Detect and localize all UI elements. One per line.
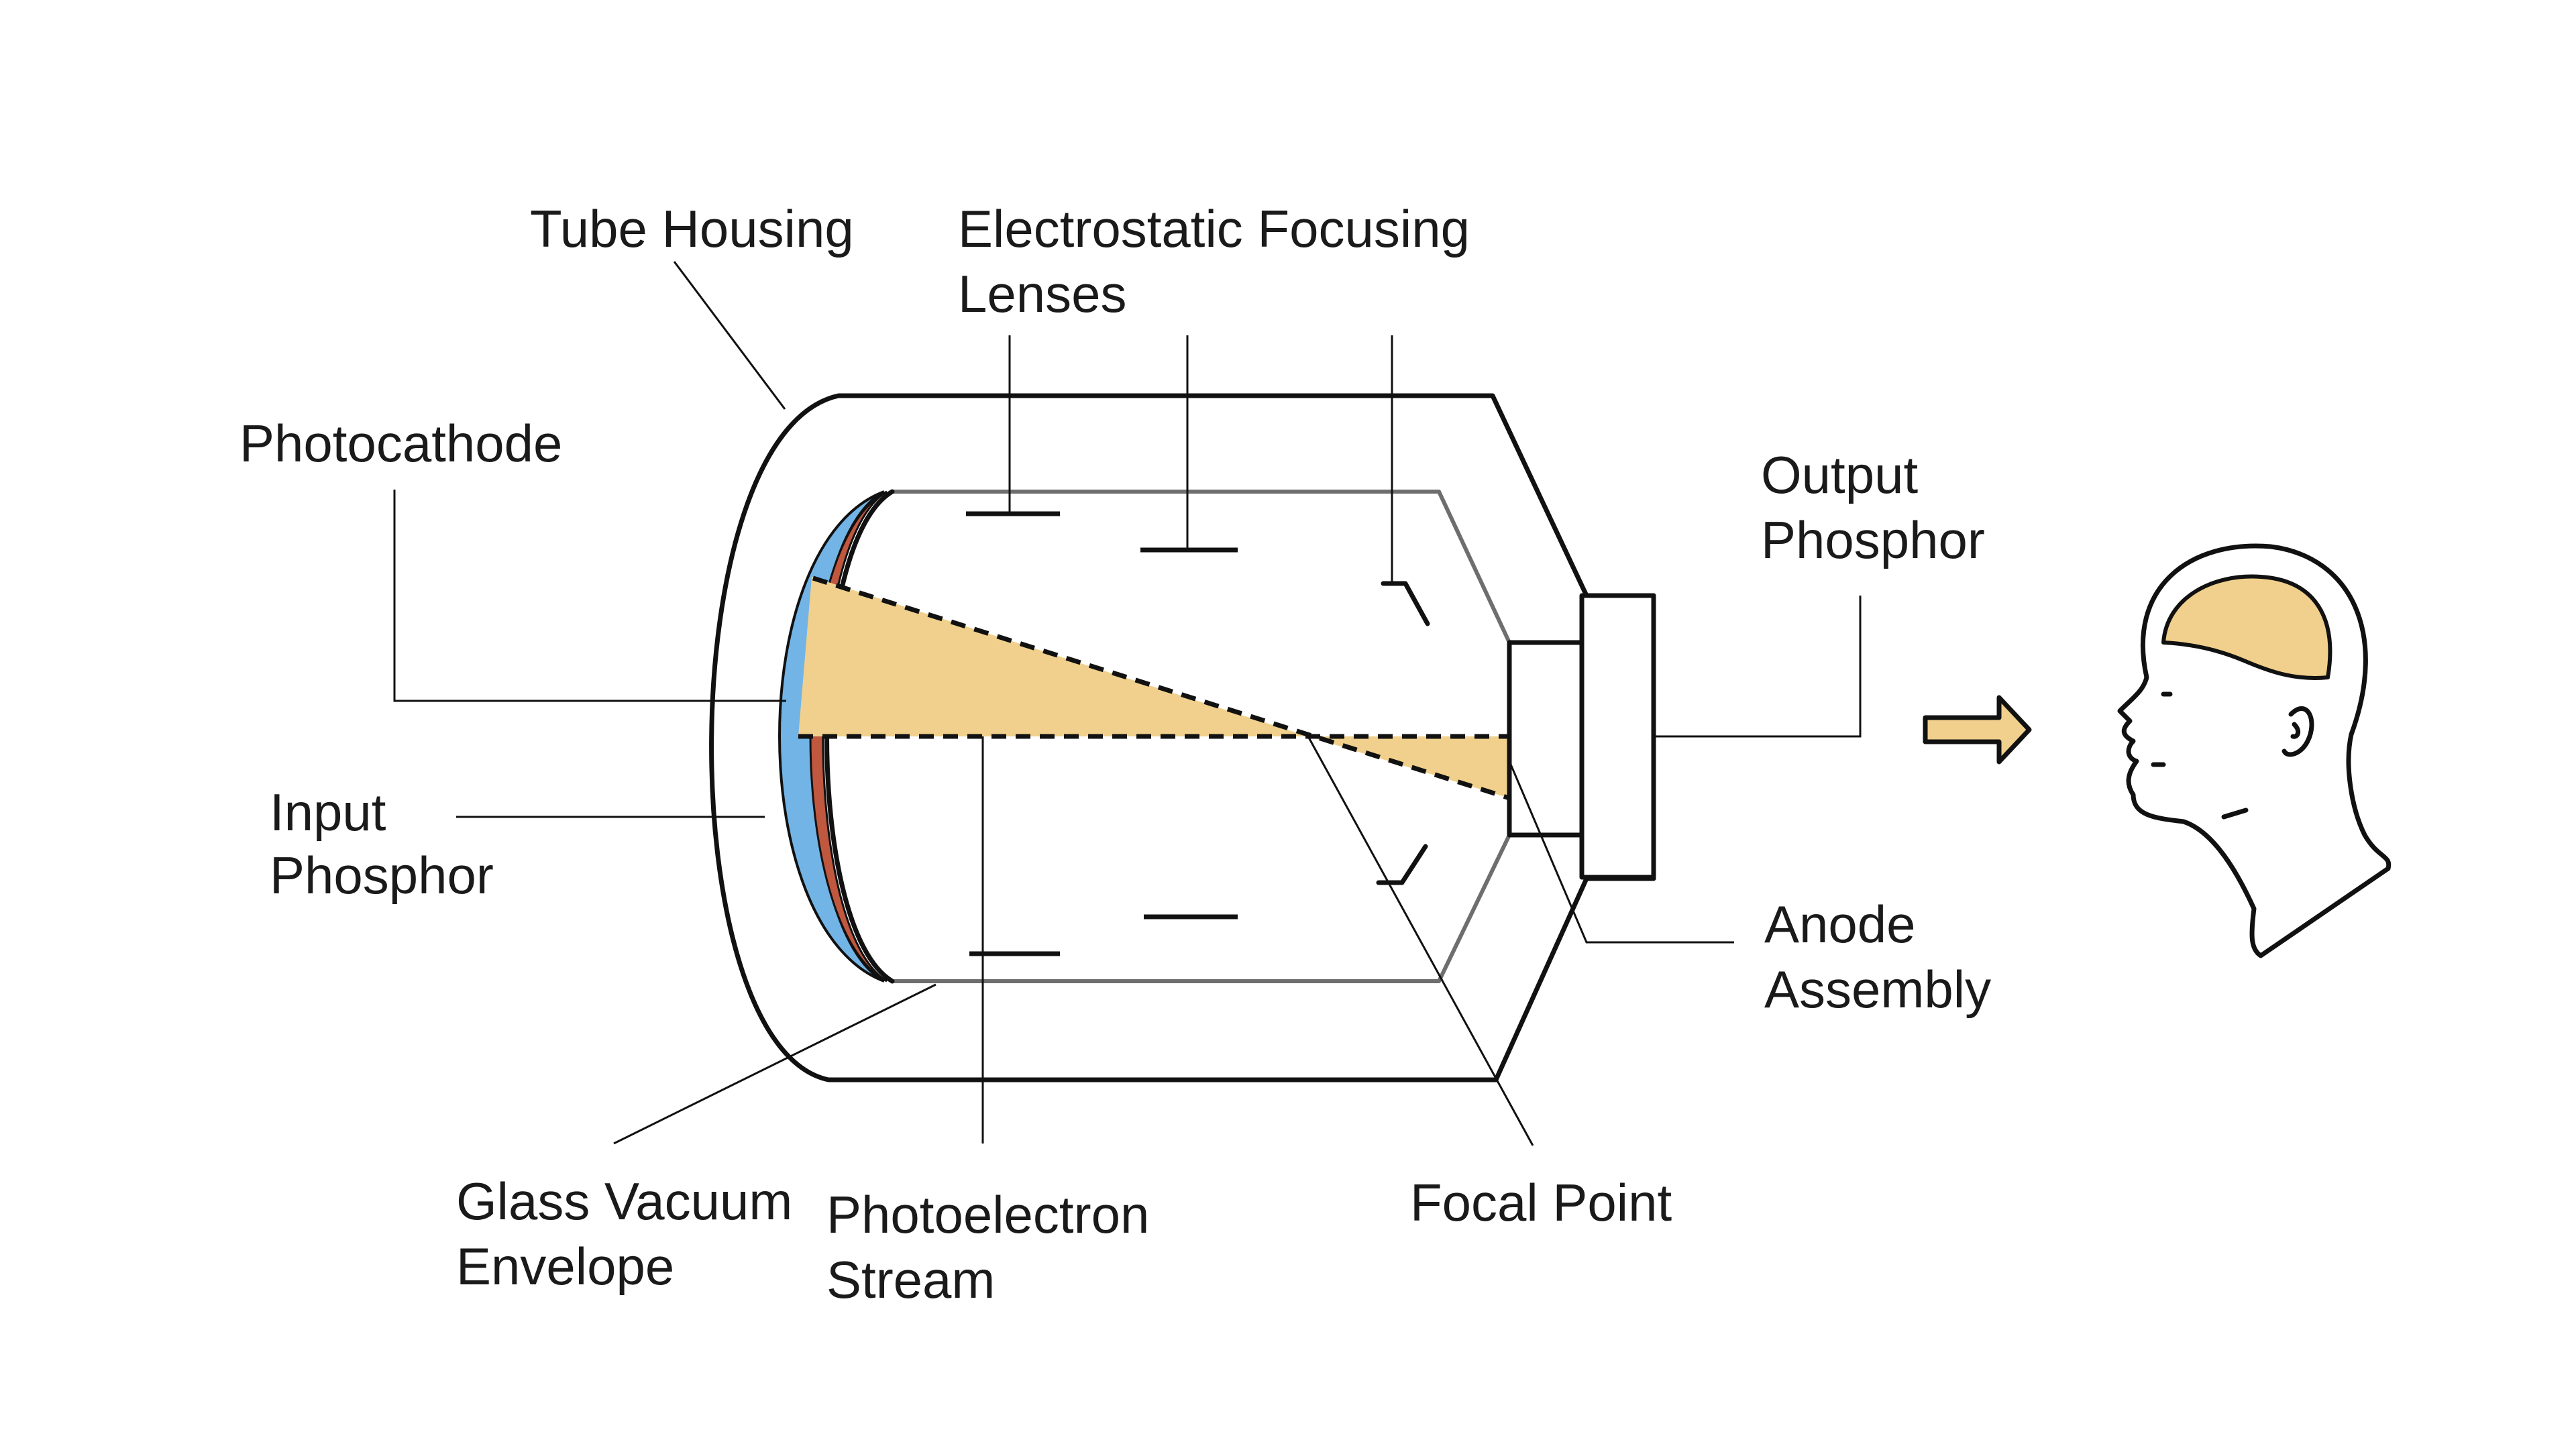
right-arrow-icon (1923, 695, 2032, 765)
label-focal-point: Focal Point (1410, 1173, 1672, 1232)
photoelectron-beam (798, 577, 1509, 798)
label-input-phosphor-line2: Phosphor (270, 846, 494, 905)
leader-photocathode (393, 490, 786, 702)
label-tube-housing: Tube Housing (530, 199, 854, 258)
output-phosphor (1579, 593, 1656, 880)
label-anode-line2: Assembly (1764, 960, 1991, 1019)
label-photoelectron-line2: Stream (826, 1250, 995, 1309)
label-photocathode: Photocathode (239, 414, 562, 473)
label-photoelectron-line1: Photoelectron (826, 1185, 1149, 1244)
label-glass-envelope-line1: Glass Vacuum (456, 1172, 792, 1231)
leader-anode (1508, 761, 1734, 944)
leader-tube-housing (673, 261, 786, 410)
label-glass-envelope-line2: Envelope (456, 1237, 674, 1296)
tube-housing (709, 393, 1656, 1082)
beam-upper-dashed-edge (812, 575, 1511, 801)
viewer-head-icon (2117, 543, 2392, 958)
label-output-phosphor-line2: Phosphor (1761, 510, 1985, 569)
leader-output-phosphor (1654, 596, 1862, 738)
label-focusing-lenses-line2: Lenses (958, 264, 1127, 323)
anode-assembly (1507, 640, 1585, 838)
leader-focal-point (1307, 736, 1534, 1146)
label-anode-line1: Anode (1764, 895, 1916, 954)
focusing-lens-upper-3 (1381, 581, 1430, 626)
leader-glass-envelope (613, 983, 936, 1145)
focusing-lens-lower-3 (1376, 844, 1428, 885)
label-output-phosphor-line1: Output (1761, 445, 1918, 504)
label-input-phosphor-line1: Input (270, 783, 386, 842)
label-focusing-lenses-line1: Electrostatic Focusing (958, 199, 1470, 258)
